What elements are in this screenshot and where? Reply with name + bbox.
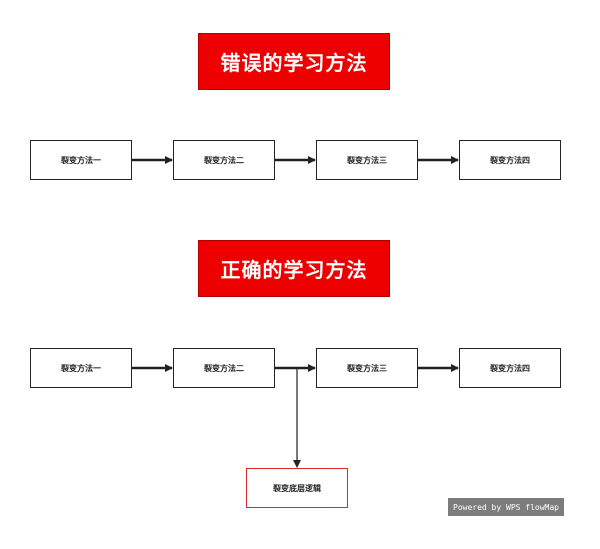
right-node-3[interactable]: 裂变方法三 <box>316 348 418 388</box>
branch-node-underlying-logic[interactable]: 裂变底层逻辑 <box>246 468 348 508</box>
right-method-title: 正确的学习方法 <box>198 240 390 297</box>
wrong-node-2[interactable]: 裂变方法二 <box>173 140 275 180</box>
right-node-1[interactable]: 裂变方法一 <box>30 348 132 388</box>
wrong-node-3[interactable]: 裂变方法三 <box>316 140 418 180</box>
wrong-node-1[interactable]: 裂变方法一 <box>30 140 132 180</box>
wrong-method-title: 错误的学习方法 <box>198 33 390 90</box>
wrong-node-4[interactable]: 裂变方法四 <box>459 140 561 180</box>
right-node-2[interactable]: 裂变方法二 <box>173 348 275 388</box>
right-node-4[interactable]: 裂变方法四 <box>459 348 561 388</box>
powered-by-badge: Powered by WPS flowMap <box>448 498 564 516</box>
